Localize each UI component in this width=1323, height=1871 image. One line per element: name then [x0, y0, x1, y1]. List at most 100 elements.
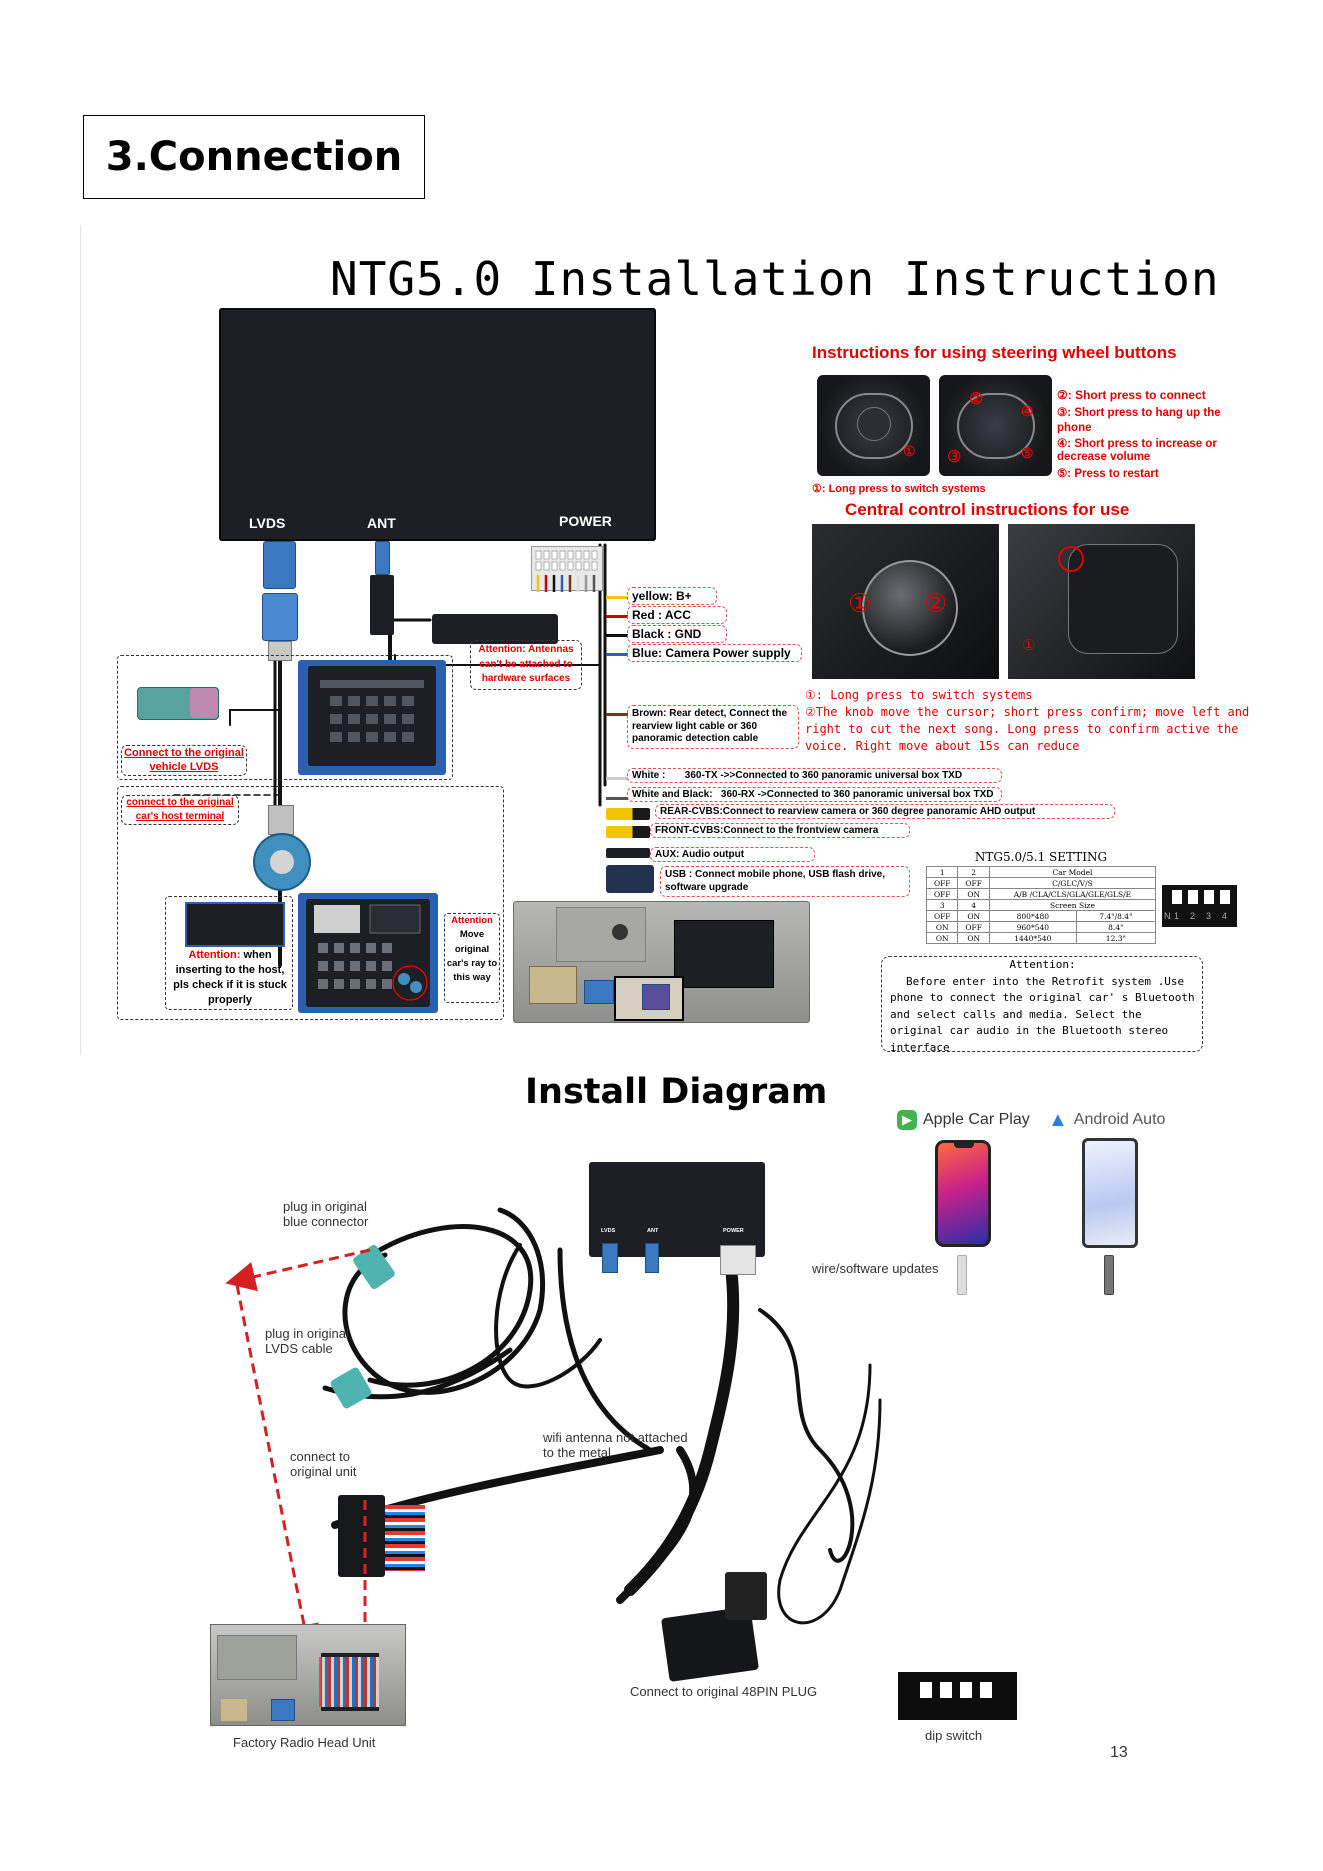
android-auto-icon: ▲ — [1048, 1109, 1068, 1131]
steering-marker-3: ③ — [947, 449, 962, 466]
steering-marker-2: ② — [969, 391, 984, 408]
lvds-host-round-inner — [270, 850, 294, 874]
label-usb: USB : Connect mobile phone, USB flash dr… — [660, 866, 910, 897]
label-yellow: yellow: B+ — [627, 587, 717, 605]
wire-whiteblack-lead — [606, 797, 628, 800]
usb-plug — [606, 865, 654, 893]
install-module-box: LVDS ANT POWER — [589, 1162, 765, 1257]
lvds-connector-top — [263, 541, 296, 589]
label-white: White : 360-TX ->>Connected to 360 panor… — [627, 768, 1002, 783]
caption-lvds-cable: plug in original LVDS cable — [265, 1326, 349, 1356]
module-label-lvds: LVDS — [249, 515, 286, 531]
central-text-1: ①: Long press to switch systems — [805, 688, 1033, 702]
orig-unit-plug-wires — [385, 1505, 425, 1571]
attention-insert-box — [165, 896, 293, 1010]
region-host — [117, 786, 504, 1020]
antenna-block — [432, 614, 558, 644]
caption-plug48: Connect to original 48PIN PLUG — [630, 1684, 818, 1699]
label-connect-lvds: Connect to the original vehicle LVDS — [121, 745, 247, 776]
dip-num-2: 2 — [1190, 911, 1196, 921]
label-white-black: White and Black: 360-RX ->Connected to 3… — [627, 787, 1002, 802]
caption-updates: wire/software updates — [812, 1261, 939, 1276]
ant-cable-plug — [370, 575, 394, 635]
install-box-lvds: LVDS — [601, 1228, 616, 1234]
lvds-plug-tip — [268, 641, 292, 661]
wire-blue-lead — [606, 653, 628, 656]
install-box-power: POWER — [723, 1228, 744, 1234]
central-text-2: ②The knob move the cursor; short press c… — [805, 705, 1250, 753]
plug48-connector-side — [725, 1572, 767, 1620]
central-marker-1: ① — [848, 588, 872, 618]
power-connector — [531, 546, 603, 592]
carplay-icon: ▶ — [897, 1110, 917, 1130]
steering-item-5: ⑤: Press to restart — [1057, 468, 1159, 480]
central-photo-knob: ① ② — [812, 524, 999, 679]
host-unit-photo — [513, 901, 810, 1023]
wire-white-lead — [606, 777, 628, 780]
android-auto: ▲ Android Auto — [1048, 1110, 1165, 1130]
insert-illustration — [185, 902, 285, 947]
install-ant-plug — [645, 1243, 659, 1273]
wire-black-lead — [606, 634, 628, 637]
lvds-host-plug — [268, 805, 294, 835]
dip-num-4: 4 — [1222, 911, 1228, 921]
attention-move: Attention Move original car's ray to thi… — [444, 914, 500, 985]
steering-marker-1: ① — [903, 443, 916, 459]
attention-insert: Attention: when inserting to the host, p… — [168, 948, 292, 1007]
aux-plug — [606, 848, 650, 858]
page-number: 13 — [1110, 1744, 1128, 1761]
steering-item-3: ③: Short press to hang up the phone — [1057, 407, 1221, 434]
android-auto-label: Android Auto — [1073, 1111, 1166, 1128]
caption-wifi: wifi antenna not attached to the metal — [543, 1430, 688, 1460]
factory-radio-photo — [210, 1624, 406, 1726]
attention-move-box — [444, 913, 500, 1003]
attention-note-title: Attention: — [1009, 958, 1076, 971]
attention-insert-body: when inserting to the host, pls check if… — [173, 949, 287, 1006]
steering-long-press: ①: Long press to switch systems — [812, 483, 986, 495]
section-title: 3.Connection — [105, 134, 403, 180]
iphone-cable — [957, 1255, 967, 1295]
label-front-cvbs: FRONT-CVBS:Connect to the frontview came… — [650, 823, 910, 838]
setting-title: NTG5.0/5.1 SETTING — [974, 850, 1108, 864]
rear-cvbs-plug — [606, 808, 650, 820]
install-box-ant: ANT — [647, 1228, 659, 1234]
caption-orig-unit: connect to original unit — [290, 1449, 357, 1479]
central-heading: Central control instructions for use — [845, 500, 1130, 519]
dip-switch-bottom — [898, 1672, 1017, 1720]
steering-item-2: ②: Short press to connect — [1057, 388, 1206, 402]
steering-heading: Instructions for using steering wheel bu… — [812, 343, 1177, 362]
dip-switch-top: N 1 2 3 4 — [1162, 885, 1237, 927]
attention-note-box — [881, 956, 1203, 1052]
iphone-image — [935, 1140, 991, 1247]
label-blue: Blue: Camera Power supply — [627, 644, 802, 662]
main-title: NTG5.0 Installation Instruction — [330, 252, 1220, 306]
module-label-ant: ANT — [367, 515, 396, 531]
wire-brown-lead — [606, 713, 628, 716]
page-divider-line — [80, 225, 81, 1055]
carplay-label: Apple Car Play — [923, 1111, 1030, 1128]
attention-move-body: Move original car's ray to this way — [446, 929, 498, 983]
steering-marker-4: ④ — [1021, 403, 1034, 419]
label-aux: AUX: Audio output — [650, 847, 815, 862]
central-photo-touchpad: ① — [1008, 524, 1195, 679]
label-rear-cvbs: REAR-CVBS:Connect to rearview camera or … — [655, 804, 1115, 819]
module-box: LVDS ANT POWER — [219, 308, 656, 541]
attention-insert-title: Attention: — [188, 949, 241, 961]
label-connect-host: connect to the original car's host termi… — [121, 795, 239, 825]
label-black: Black : GND — [627, 625, 727, 643]
attention-move-title: Attention — [451, 915, 493, 926]
caption-blue-connector: plug in original blue connector — [283, 1199, 369, 1229]
front-cvbs-plug — [606, 826, 650, 838]
central-marker-2: ② — [924, 588, 948, 618]
dip-num-1: 1 — [1174, 911, 1180, 921]
install-title: Install Diagram — [525, 1072, 828, 1112]
dip-num-3: 3 — [1206, 911, 1212, 921]
steering-photo-right: ② ③ ④ ⑤ — [939, 375, 1052, 476]
ant-connector — [375, 541, 390, 575]
orig-unit-plug — [338, 1495, 385, 1577]
steering-item-4: ④: Short press to increase or decrease v… — [1057, 438, 1217, 464]
attention-note-body: Before enter into the Retrofit system .U… — [890, 974, 1195, 1054]
attention-note: Attention: Before enter into the Retrofi… — [890, 957, 1195, 1056]
